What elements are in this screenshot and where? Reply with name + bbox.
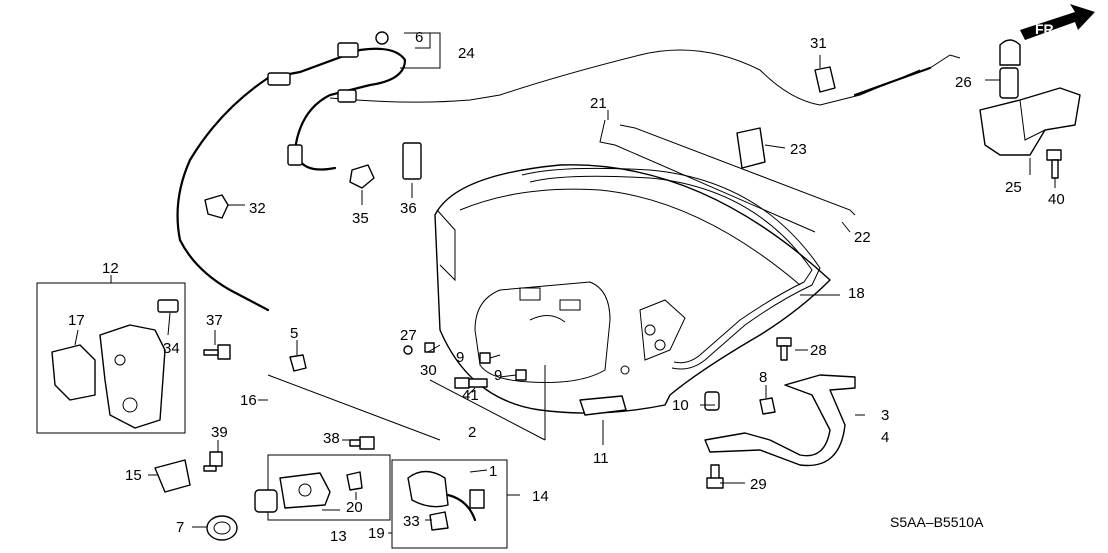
torsion-bar-21 — [599, 119, 816, 233]
label-38: 38 — [323, 430, 340, 447]
clip-33 — [429, 511, 449, 531]
label-3: 3 — [881, 407, 889, 424]
label-24: 24 — [458, 45, 475, 62]
clip-35 — [349, 164, 375, 189]
bolt-41 — [454, 377, 488, 389]
direction-label: FR. — [1035, 21, 1058, 37]
label-29: 29 — [750, 476, 767, 493]
cable-clamp-group — [267, 31, 389, 166]
label-36: 36 — [400, 200, 417, 217]
switch-harness — [407, 470, 485, 522]
cables — [176, 47, 961, 312]
label-7: 7 — [176, 519, 184, 536]
label-34: 34 — [163, 340, 180, 357]
label-37: 37 — [206, 312, 223, 329]
label-15: 15 — [125, 467, 142, 484]
grommet-7 — [206, 515, 238, 541]
holder-23 — [736, 127, 766, 169]
label-32: 32 — [249, 200, 266, 217]
lock-cylinder-26 — [999, 39, 1021, 99]
front-direction-arrow: FR. — [1020, 4, 1095, 40]
label-28: 28 — [810, 342, 827, 359]
torsion-bar-22 — [619, 124, 856, 216]
label-13: 13 — [330, 528, 347, 545]
label-11: 11 — [593, 450, 609, 467]
label-27: 27 — [400, 327, 417, 344]
label-30: 30 — [420, 362, 437, 379]
label-10: 10 — [672, 397, 689, 414]
label-21: 21 — [590, 95, 607, 112]
bolt-38 — [349, 436, 375, 450]
label-4: 4 — [881, 429, 889, 446]
cap-27 — [403, 345, 413, 355]
stopper-10 — [704, 391, 720, 411]
label-17: 17 — [68, 312, 85, 329]
label-20: 20 — [346, 499, 363, 516]
label-26: 26 — [955, 74, 972, 91]
nut-9a — [479, 352, 491, 364]
label-16: 16 — [240, 392, 257, 409]
nut-30 — [424, 342, 435, 353]
label-33: 33 — [403, 513, 420, 530]
bolt-37 — [203, 344, 231, 360]
label-8: 8 — [759, 369, 767, 386]
label-31: 31 — [810, 35, 827, 52]
striker-15 — [154, 459, 191, 493]
bolt-29 — [706, 464, 724, 489]
latch-assembly-25 — [979, 87, 1081, 156]
label-9b: 9 — [494, 367, 502, 384]
clip-5 — [289, 354, 307, 372]
connector-34 — [157, 299, 179, 313]
label-23: 23 — [790, 141, 807, 158]
hinge — [704, 374, 856, 467]
trunk-latch — [99, 324, 166, 429]
label-41: 41 — [462, 387, 479, 404]
rod-16 — [267, 374, 441, 441]
label-2: 2 — [468, 424, 476, 441]
label-35: 35 — [352, 210, 369, 227]
trunk-lid — [434, 164, 831, 414]
stopper-8 — [759, 397, 776, 415]
label-40: 40 — [1048, 191, 1065, 208]
label-39: 39 — [211, 424, 228, 441]
clip-31 — [814, 66, 836, 93]
key — [254, 489, 278, 513]
group-box-14 — [391, 459, 508, 549]
label-12: 12 — [102, 260, 119, 277]
label-6: 6 — [415, 29, 423, 46]
bracket-11 — [579, 395, 627, 416]
label-19: 19 — [368, 525, 385, 542]
bolt-40 — [1046, 149, 1062, 179]
label-1: 1 — [489, 463, 497, 480]
part-number-labels: 6 24 31 21 23 26 25 40 32 35 36 22 12 18… — [68, 29, 1065, 545]
leader-lines — [74, 32, 1056, 534]
label-5: 5 — [290, 325, 298, 342]
pad-36 — [402, 142, 422, 180]
key-cylinder-20 — [279, 472, 331, 509]
weatherstrip — [521, 167, 821, 370]
label-25: 25 — [1005, 179, 1022, 196]
diagram-code: S5AA–B5510A — [890, 514, 984, 530]
label-18: 18 — [848, 285, 865, 302]
label-22: 22 — [854, 229, 871, 246]
label-14: 14 — [532, 488, 549, 505]
nut-9b — [515, 369, 527, 381]
label-9a: 9 — [456, 349, 464, 366]
bolt-39 — [203, 451, 223, 472]
clip-32 — [204, 194, 229, 219]
latch-cover-17 — [51, 344, 96, 401]
clip-20 — [346, 471, 363, 491]
bolt-28 — [776, 337, 792, 361]
